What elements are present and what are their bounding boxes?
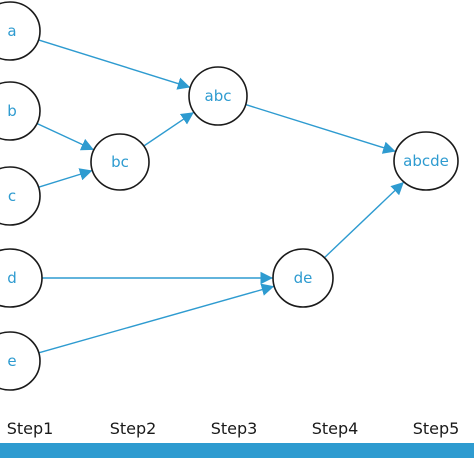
edge-c-to-bc <box>38 168 93 188</box>
step-label-5: Step5 <box>413 419 460 438</box>
node-label-a: a <box>7 22 16 40</box>
node-label-bc: bc <box>111 153 129 171</box>
node-circle-b <box>0 81 41 141</box>
node-abcde: abcde <box>393 131 459 191</box>
node-circle-e <box>0 331 41 391</box>
bottom-bar <box>0 443 474 458</box>
node-bc: bc <box>90 133 150 191</box>
node-a: a <box>0 1 41 61</box>
step-label-2: Step2 <box>110 419 157 438</box>
edge-b-to-bc <box>36 122 95 151</box>
node-circle-d <box>0 248 43 308</box>
node-label-de: de <box>294 269 313 287</box>
edges-layer <box>36 39 405 354</box>
step-label-1: Step1 <box>7 419 54 438</box>
node-label-abc: abc <box>205 87 232 105</box>
node-circle-c <box>0 166 41 226</box>
node-label-abcde: abcde <box>403 152 449 170</box>
edge-a-to-abc <box>38 39 191 90</box>
step-labels: Step1 Step2 Step3 Step4 Step5 <box>7 419 460 438</box>
edge-e-to-de <box>38 283 275 354</box>
edge-bc-to-abc <box>143 111 195 147</box>
node-circle-de <box>272 248 334 308</box>
node-circle-a <box>0 1 41 61</box>
node-abc: abc <box>188 66 248 126</box>
node-label-d: d <box>7 269 17 287</box>
node-b: b <box>0 81 41 141</box>
node-c: c <box>0 166 41 226</box>
node-circle-bc <box>90 133 150 191</box>
node-de: de <box>272 248 334 308</box>
node-circle-abc <box>188 66 248 126</box>
node-label-b: b <box>7 102 17 120</box>
node-label-e: e <box>7 352 16 370</box>
node-e: e <box>0 331 41 391</box>
step-label-3: Step3 <box>211 419 258 438</box>
node-circle-abcde <box>393 131 459 191</box>
edge-abc-to-abcde <box>245 103 396 154</box>
node-d: d <box>0 248 43 308</box>
edge-de-to-abcde <box>323 181 405 259</box>
step-label-4: Step4 <box>312 419 359 438</box>
node-label-c: c <box>8 187 16 205</box>
